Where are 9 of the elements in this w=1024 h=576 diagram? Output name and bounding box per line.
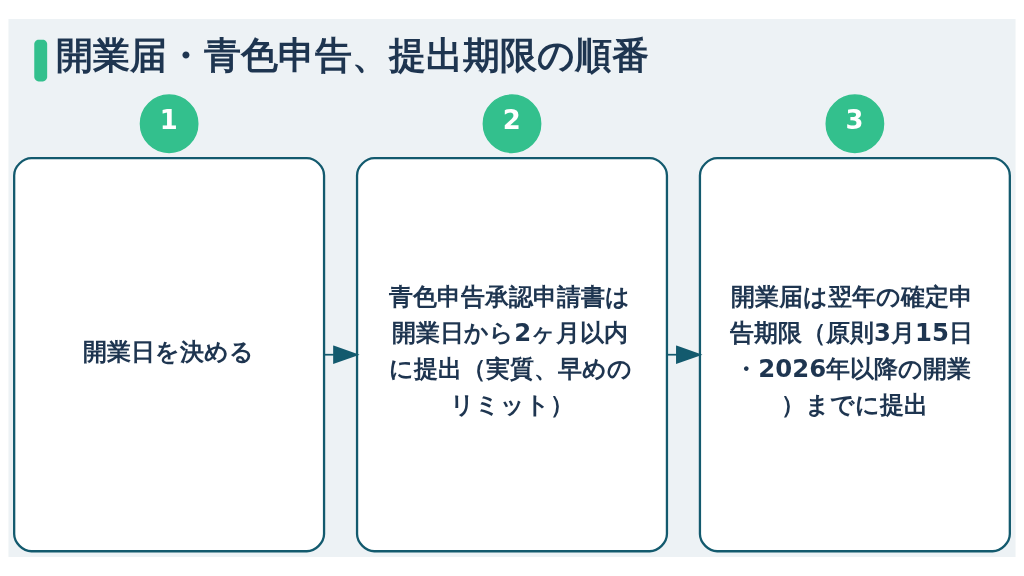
arrow	[666, 345, 703, 364]
node-circle: 2	[482, 94, 542, 154]
node-circle: 3	[825, 94, 885, 154]
arrow	[323, 345, 360, 364]
diagram-title: 開業届・青色申告、提出期限の順番	[55, 33, 649, 78]
node-circle: 1	[139, 94, 199, 154]
node-box: 開業日を決める	[13, 157, 326, 553]
node-box: 青色申告承認申請書は開業日から2ヶ月以内に提出（実質、早めのリミット）	[355, 157, 669, 553]
node-box: 開業届は翌年の確定申告期限（原則3月15日・2026年以降の開業）までに提出	[698, 157, 1011, 553]
